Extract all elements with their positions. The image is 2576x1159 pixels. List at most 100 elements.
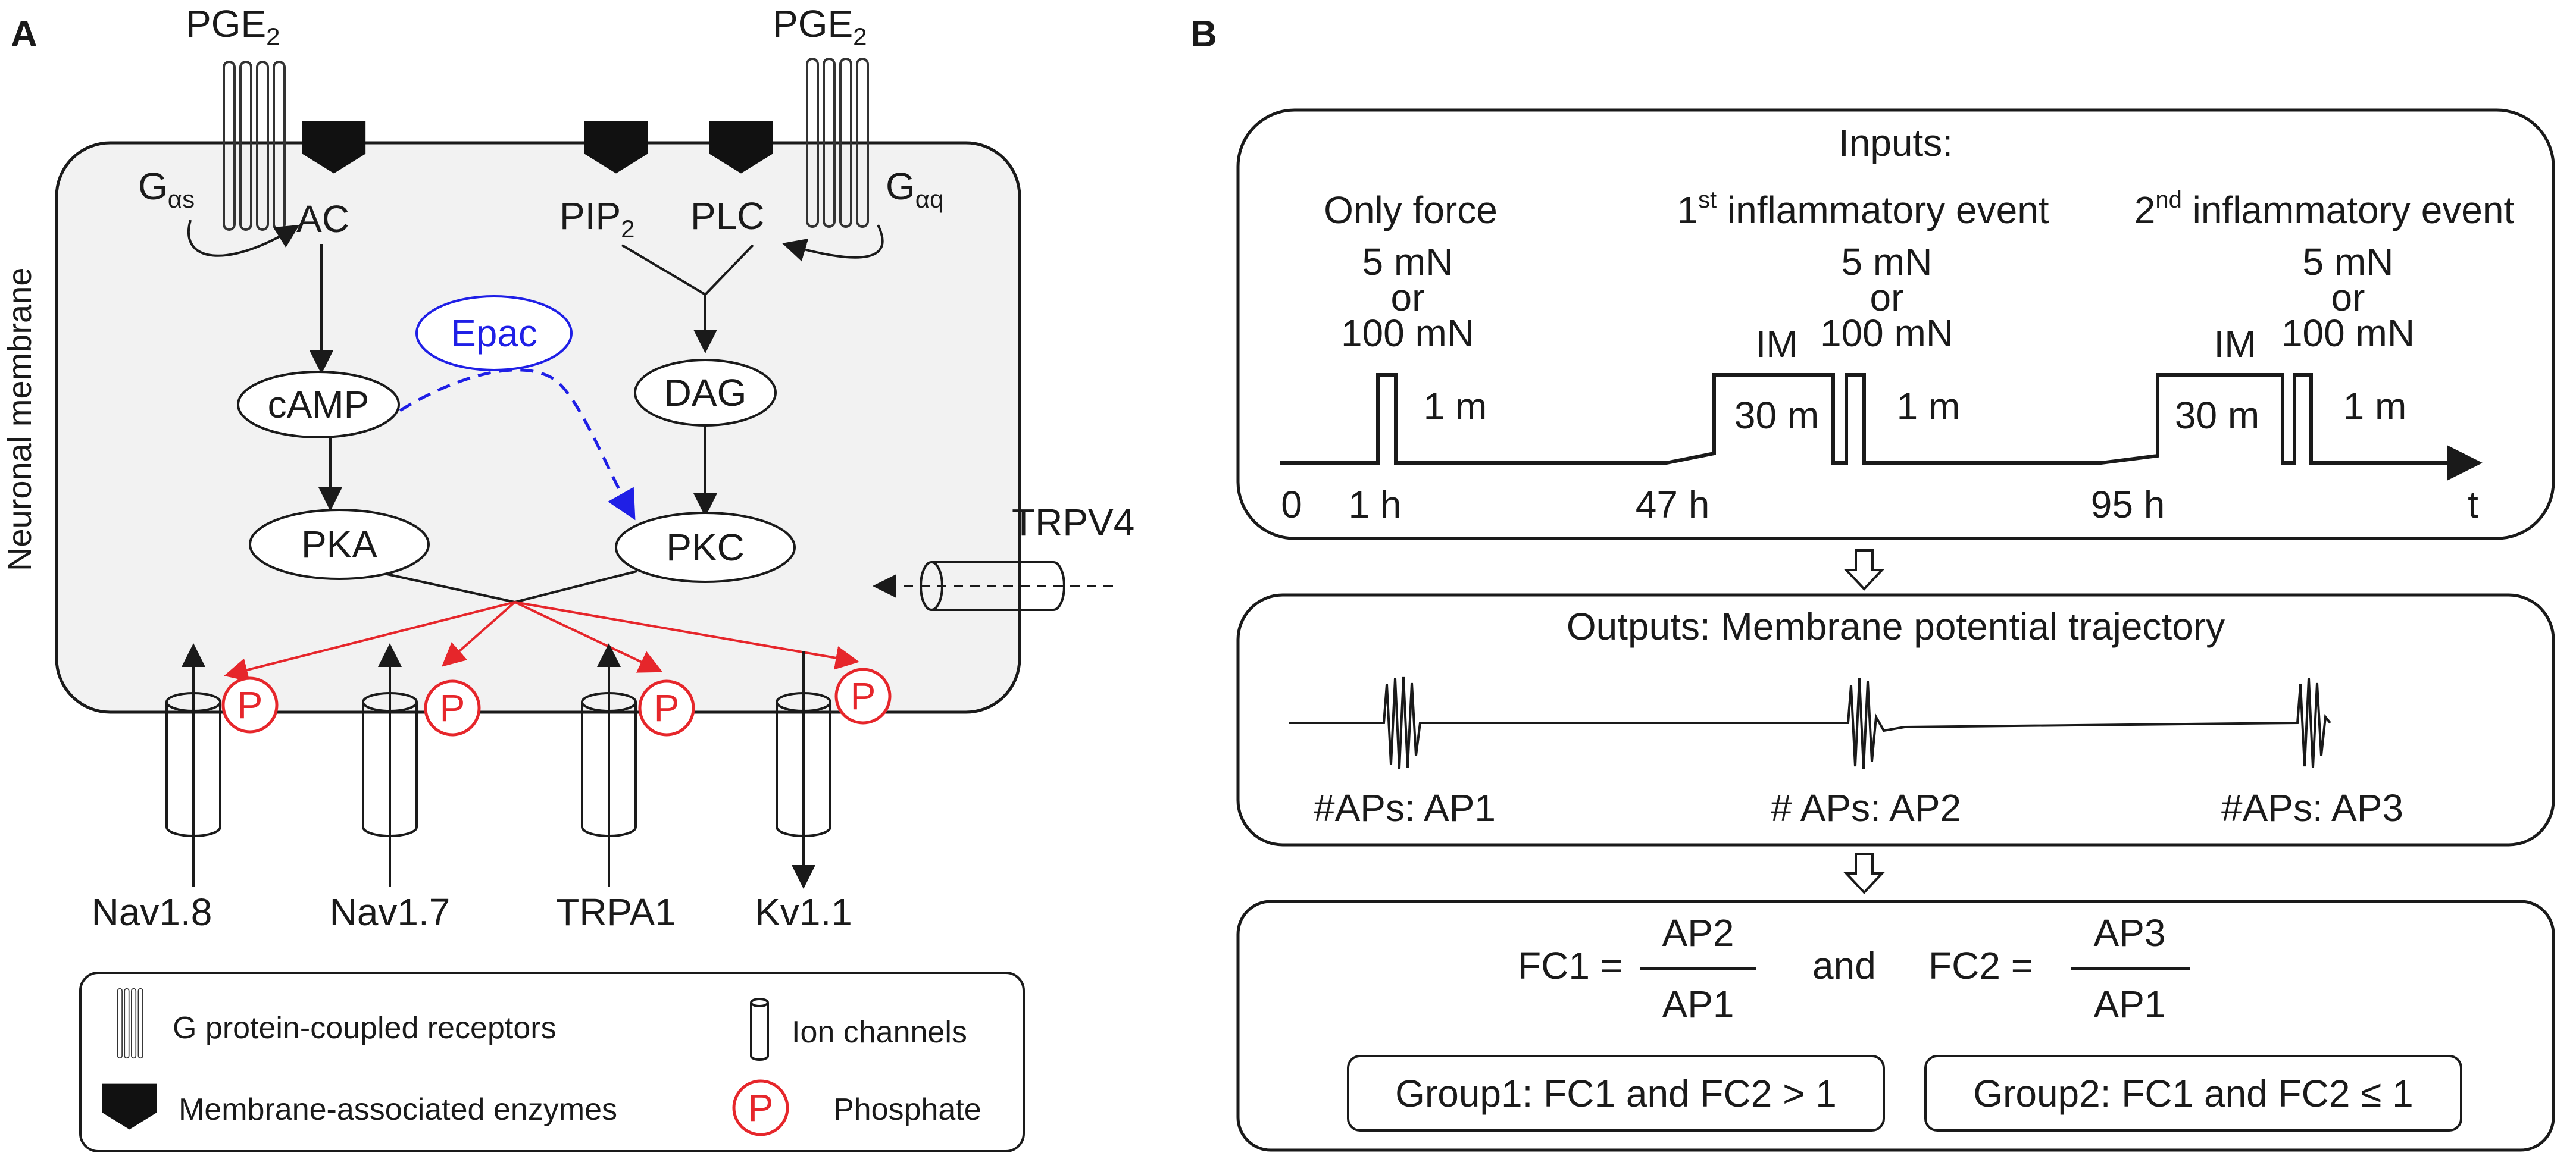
pkc-label: PKC [666, 526, 745, 569]
fc1-numerator: AP2 [1662, 911, 1734, 954]
dur-30m-label-2: 30 m [2175, 394, 2259, 437]
cell-membrane [55, 141, 1021, 714]
force-label-2b: or [1870, 276, 1904, 319]
membrane-potential-trace [1289, 676, 2331, 769]
tick-1h: 1 h [1349, 483, 1402, 526]
group2-box [1924, 1055, 2462, 1132]
legend-gpcr-label: G protein-coupled receptors [173, 1011, 557, 1045]
legend-phosphate-label: Phosphate [833, 1092, 981, 1127]
outputs-title: Outputs: Membrane potential trajectory [1567, 605, 2225, 648]
plc-label: PLC [690, 195, 765, 237]
ap1-label: #APs: AP1 [1314, 787, 1496, 829]
and-label: and [1812, 944, 1876, 987]
dur-1m-label-3: 1 m [2343, 385, 2407, 428]
g-alpha-s-label: Gαs [138, 165, 195, 213]
phospho-arrow-nav18 [224, 601, 515, 682]
camp-label: cAMP [268, 383, 370, 426]
pkc-node [615, 512, 796, 583]
legend-ion-channel-icon [750, 998, 769, 1061]
dur-1m-label-1: 1 m [1424, 385, 1487, 428]
epac-node [415, 295, 573, 371]
phase2-label: 1st inflammatory event [1677, 187, 2049, 231]
ap3-label: #APs: AP3 [2221, 787, 2403, 829]
panel-b-label: B [1190, 14, 1217, 55]
phospho-arrow-nav17 [442, 601, 516, 667]
legend-ion-channels-label: Ion channels [792, 1015, 967, 1050]
g-alpha-q-arrow [782, 224, 884, 262]
panel-a: A Neuronal membrane PGE2 PGE2 Gαs AC PIP… [1, 2, 1134, 1152]
phosphate-nav17-icon: P [424, 679, 481, 737]
panel-b: B Inputs: Only force 1st inflammatory ev… [1190, 14, 2555, 1152]
epac-dashed-arrow [399, 368, 636, 521]
group1-label: Group1: FC1 and FC2 > 1 [1395, 1072, 1837, 1115]
force-label-2c: 100 mN [1820, 312, 1953, 355]
legend: G protein-coupled receptors Ion channels… [79, 972, 1025, 1152]
channel-label-nav18: Nav1.8 [92, 891, 212, 934]
pge2-right-label: PGE2 [773, 2, 867, 51]
pip2-join-line [621, 244, 706, 296]
epac-label: Epac [451, 312, 537, 355]
g-alpha-q-label: Gαq [886, 165, 943, 213]
tick-47h: 47 h [1636, 483, 1710, 526]
fc1-denominator: AP1 [1662, 983, 1734, 1026]
force-label-3a: 5 mN [2303, 240, 2394, 283]
force-label-3b: or [2331, 276, 2365, 319]
tick-0: 0 [1281, 483, 1302, 526]
channel-label-nav17: Nav1.7 [330, 891, 451, 934]
fc2-denominator: AP1 [2094, 983, 2166, 1026]
fc1-label: FC1 = [1518, 944, 1622, 987]
dur-1m-label-2: 1 m [1897, 385, 1961, 428]
flow-down-arrow-2-icon [1843, 853, 1885, 894]
svg-text:P: P [237, 684, 263, 726]
phosphate-nav18-icon: P [221, 676, 279, 734]
dag-label: DAG [664, 371, 747, 414]
svg-text:P: P [748, 1086, 774, 1129]
phosphate-trpa1-icon: P [638, 679, 695, 737]
im-label-2: IM [2214, 322, 2256, 365]
pka-label: PKA [301, 523, 377, 566]
phosphate-kv11-icon: P [834, 668, 892, 725]
trpv4-channel-icon [920, 561, 1065, 611]
force-label-1b: or [1391, 276, 1425, 319]
outputs-box [1236, 593, 2555, 847]
group1-box [1347, 1055, 1885, 1132]
force-label-1c: 100 mN [1341, 312, 1474, 355]
phospho-arrow-trpa1 [514, 601, 663, 673]
pkc-converge-line [514, 570, 637, 603]
ac-label: AC [296, 198, 349, 240]
group2-label: Group2: FC1 and FC2 ≤ 1 [1973, 1072, 2413, 1115]
im-label-1: IM [1755, 322, 1797, 365]
svg-text:P: P [440, 687, 465, 729]
svg-text:P: P [654, 687, 680, 729]
g-alpha-s-arrow [187, 220, 300, 257]
phase1-label: Only force [1324, 189, 1498, 231]
legend-enzymes-label: Membrane-associated enzymes [179, 1092, 617, 1127]
pip2-label: PIP2 [559, 195, 635, 243]
pge2-left-label: PGE2 [186, 2, 280, 51]
ap2-label: # APs: AP2 [1771, 787, 1961, 829]
force-label-3c: 100 mN [2281, 312, 2415, 355]
channel-label-trpa1: TRPA1 [556, 891, 676, 934]
phospho-arrow-kv11 [514, 601, 859, 670]
channel-label-kv11: Kv1.1 [755, 891, 852, 934]
pka-node [249, 509, 430, 580]
membrane-label: Neuronal membrane [1, 268, 38, 571]
svg-text:P: P [851, 675, 876, 718]
camp-node [237, 371, 400, 438]
fc2-numerator: AP3 [2094, 911, 2166, 954]
phase3-label: 2nd inflammatory event [2134, 187, 2515, 231]
inputs-title: Inputs: [1839, 121, 1953, 164]
tick-95h: 95 h [2091, 483, 2165, 526]
trpv4-label: TRPV4 [1012, 501, 1134, 544]
panel-a-label: A [11, 14, 37, 55]
stimulus-protocol-trace [1280, 373, 2483, 481]
plc-join-line [704, 244, 754, 296]
force-label-1a: 5 mN [1362, 240, 1453, 283]
pka-converge-line [386, 573, 515, 603]
flow-down-arrow-1-icon [1843, 549, 1885, 591]
dur-30m-label-1: 30 m [1734, 394, 1819, 437]
force-label-2a: 5 mN [1842, 240, 1933, 283]
legend-phosphate-icon: P [732, 1079, 789, 1136]
fc2-label: FC2 = [1928, 944, 2033, 987]
